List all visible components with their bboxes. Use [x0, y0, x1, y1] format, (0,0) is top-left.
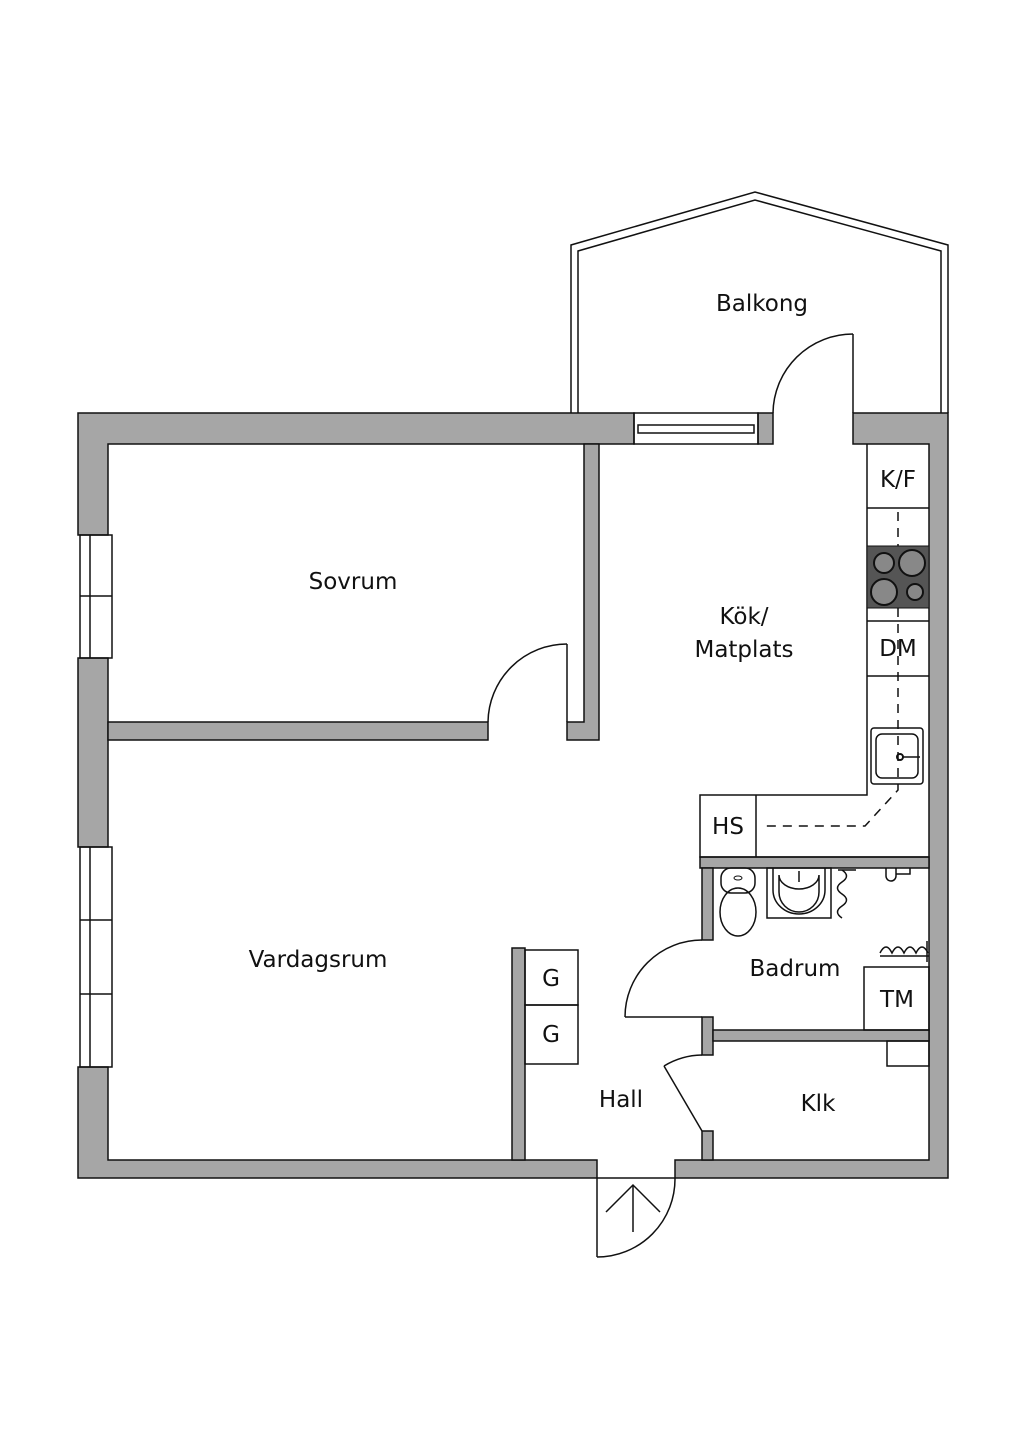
- washer-cabinet: [863, 966, 930, 1031]
- room-label-kitchen-line1: Kök/: [719, 604, 768, 630]
- fixture-wardrobe-1: G: [542, 966, 560, 992]
- room-label-kitchen-line2: Matplats: [694, 637, 793, 663]
- towel-rail-icon: [879, 941, 929, 962]
- door-bathroom[interactable]: [624, 939, 703, 1018]
- kitchen-counter: [699, 444, 929, 858]
- entrance-arrow-icon: [605, 1183, 661, 1232]
- fixture-dishwasher: DM: [879, 636, 917, 662]
- room-label-bedroom: Sovrum: [309, 569, 398, 595]
- fixture-wardrobe-2: G: [542, 1022, 560, 1048]
- door-bedroom[interactable]: [487, 643, 568, 723]
- door-entrance[interactable]: [596, 1177, 676, 1258]
- interior-walls: [107, 443, 930, 1161]
- room-label-balcony: Balkong: [716, 291, 808, 317]
- sink-icon: [870, 727, 924, 785]
- fixture-washer: TM: [879, 987, 914, 1013]
- room-label-bathroom: Badrum: [750, 956, 841, 982]
- washbasin-icon: [766, 867, 832, 919]
- door-balcony[interactable]: [772, 333, 854, 414]
- closet-shelf: [886, 1040, 930, 1067]
- door-closet[interactable]: [663, 1054, 703, 1132]
- shower-icon: [885, 868, 911, 882]
- fixture-fridge-freezer: K/F: [880, 467, 916, 493]
- window-balcony: [633, 412, 759, 445]
- room-label-closet: Klk: [801, 1091, 836, 1117]
- room-label-living: Vardagsrum: [249, 947, 388, 973]
- window-living: [79, 846, 113, 1068]
- stove-icon: [866, 545, 930, 609]
- window-bedroom: [79, 534, 113, 659]
- fixture-tall-cabinet: HS: [712, 814, 744, 840]
- toilet-icon: [719, 867, 757, 937]
- towel-radiator-icon: [836, 869, 856, 919]
- wardrobes: [524, 949, 579, 1065]
- balcony: [570, 191, 949, 413]
- room-label-hall: Hall: [599, 1087, 643, 1113]
